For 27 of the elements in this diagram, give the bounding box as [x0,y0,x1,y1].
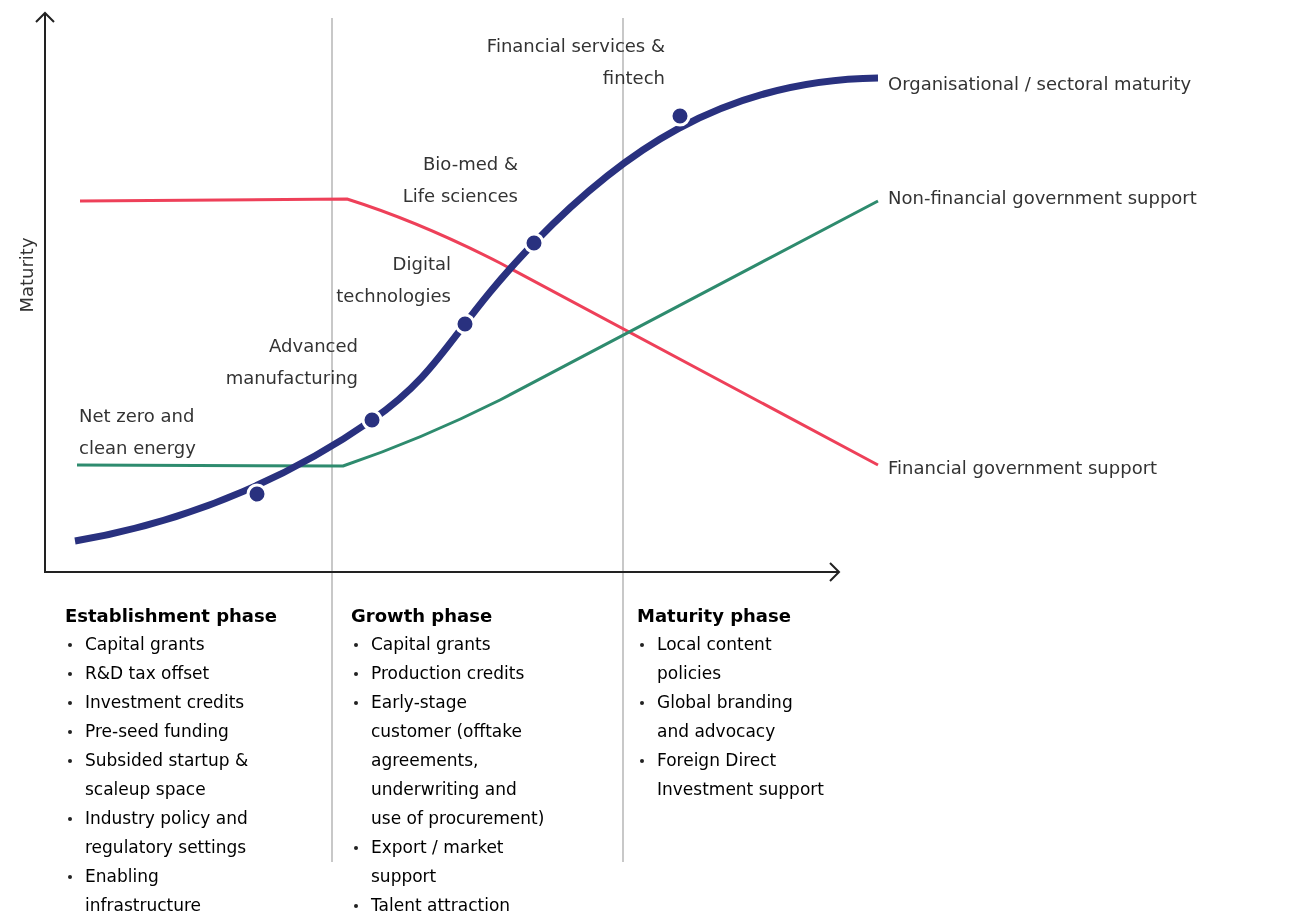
bullet-item: R&D tax offset [85,662,211,685]
bullet-item: Subsided startup & scaleup space [85,749,250,801]
phase-heading: Establishment phase [65,604,277,628]
bullet-item: Early-stage customer (offtake agreements, underwriting and use of procurement) [371,691,545,830]
bullet-item: Global branding and advocacy [657,691,794,743]
curve-label: Digital technologies [335,252,451,308]
bullet-item: Foreign Direct Investment support [657,749,825,801]
phase-heading: Growth phase [351,604,494,628]
curve-label: Bio-med & Life sciences [401,152,518,208]
bullet-item: Enabling infrastructure [85,865,203,917]
bullet-item: Investment credits [85,691,246,714]
curve-label: Advanced manufacturing [224,334,358,390]
bullet-item: Pre-seed funding [85,720,230,743]
axis-label: Maturity [16,237,38,313]
bullet-item: Local content policies [657,633,773,685]
bullet-item: Capital grants [85,633,206,656]
bullet-item: Export / market support [371,836,505,888]
bullet-item: Talent attraction [371,894,512,917]
line-label: Financial government support [888,456,1159,480]
bullet-item: Production credits [371,662,526,685]
curve-label: Net zero and clean energy [79,404,197,460]
curve-label: Financial services & fintech [485,34,665,90]
bullet-item: Industry policy and regulatory settings [85,807,249,859]
bullet-item: Capital grants [371,633,492,656]
line-label: Non-financial government support [888,186,1198,210]
phase-heading: Maturity phase [637,604,792,628]
line-label: Organisational / sectoral maturity [888,72,1193,96]
